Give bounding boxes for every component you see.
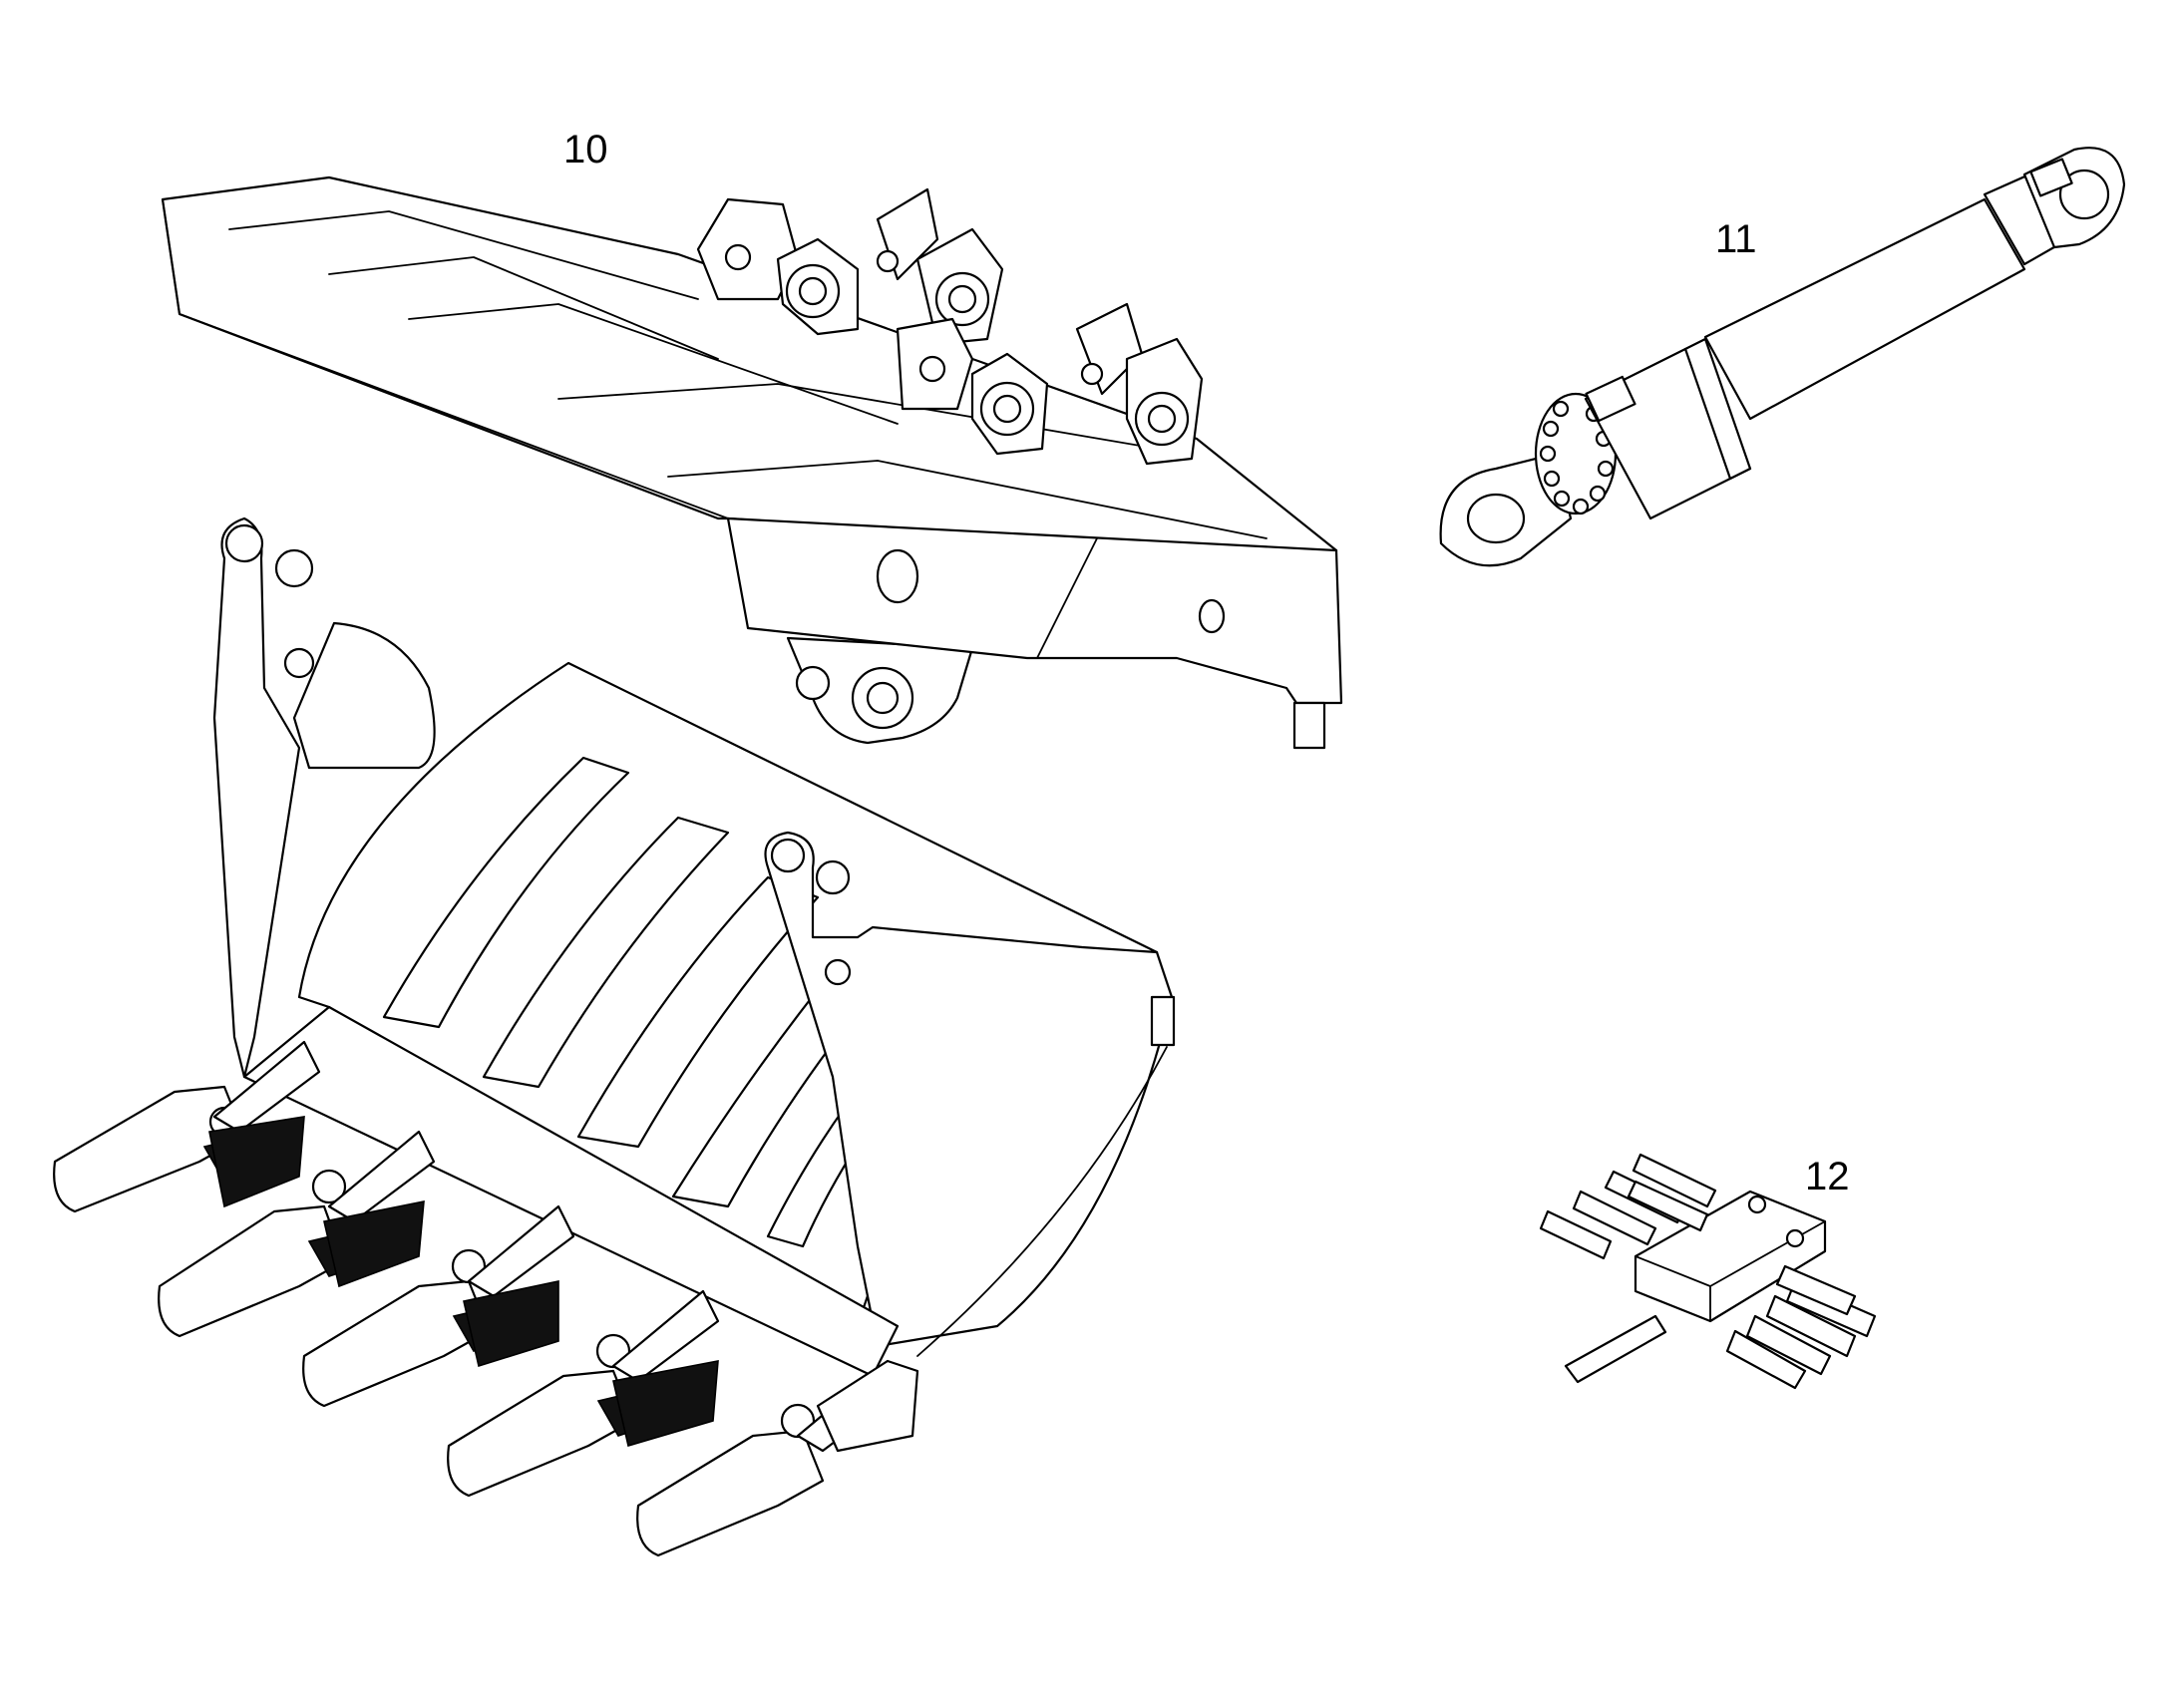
bucket-pin-hole — [824, 958, 852, 986]
bucket-pin-hole — [770, 838, 806, 873]
valve-block-part — [1539, 1153, 1877, 1390]
tooth-adapter — [612, 1360, 719, 1448]
bucket-pin-hole — [224, 523, 264, 563]
callout-cylinder: 11 — [1715, 217, 1757, 261]
frame-end-bracket — [1292, 701, 1326, 750]
bucket-pin-hole — [274, 548, 314, 588]
frame-side-hole — [1198, 598, 1226, 634]
tooth-adapter — [323, 1200, 425, 1288]
bucket-pin-hole — [283, 647, 315, 679]
bucket-left-side-plate — [212, 516, 301, 1079]
frame-side-hole — [876, 548, 919, 604]
hoses-upper — [1539, 1153, 1717, 1260]
end-port — [2029, 158, 2073, 197]
callout-valve-block: 12 — [1805, 1155, 1850, 1198]
bucket-wear-plate — [292, 621, 436, 770]
side-cutter — [816, 1359, 919, 1453]
cylinder-rod-body — [1703, 197, 2026, 421]
hoses-right — [1725, 1264, 1877, 1390]
valve-block — [1634, 1190, 1827, 1323]
hose-lower — [1564, 1314, 1667, 1384]
bucket-teeth — [53, 1040, 919, 1557]
tooth-adapter — [208, 1116, 305, 1208]
bucket-cutting-edge — [242, 1005, 900, 1378]
rod-eye-hole — [1466, 493, 1526, 544]
cylinder-port — [1585, 375, 1636, 423]
boom-frame-part — [161, 175, 1343, 750]
frame-lower-lugs — [786, 636, 974, 745]
bucket — [53, 516, 1176, 1557]
callout-boom-frame: 10 — [563, 128, 608, 171]
bucket-pin-hole — [815, 859, 851, 895]
cylinder-tube — [1683, 337, 1752, 481]
bucket-side-bracket — [1150, 995, 1176, 1047]
hydraulic-cylinder-part — [1439, 147, 2126, 567]
tooth-adapter — [463, 1280, 559, 1368]
frame-upper-lugs — [696, 187, 1204, 466]
